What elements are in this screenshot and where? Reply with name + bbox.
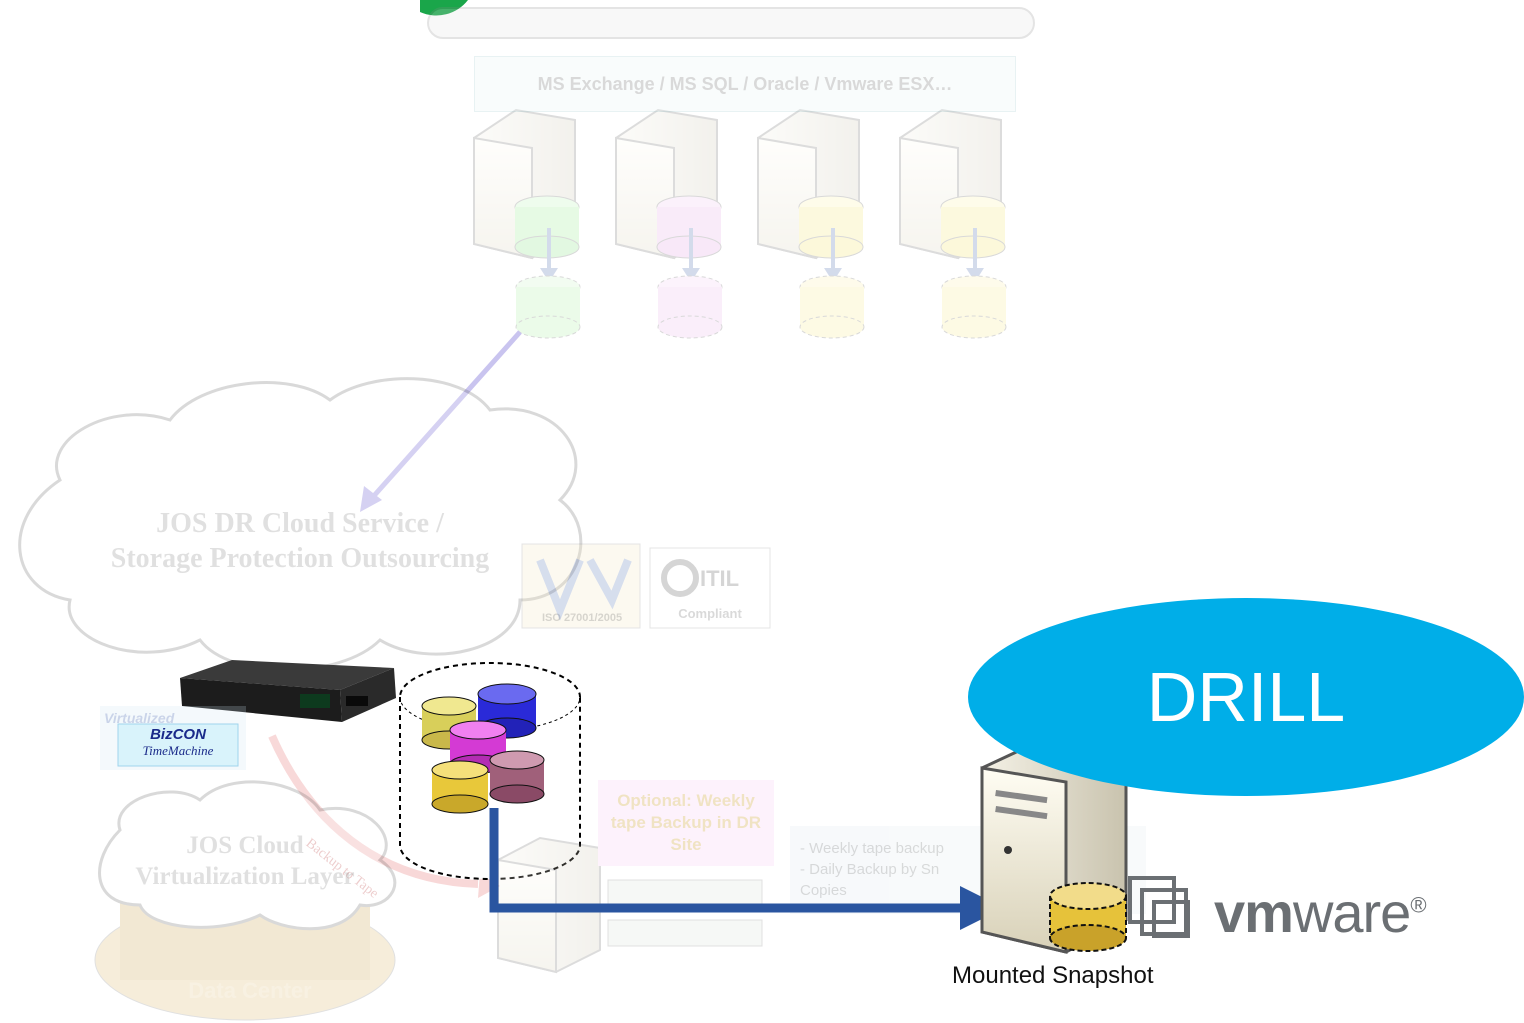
snapshot-mount-arrow [489, 808, 968, 913]
bizcon-appliance [180, 660, 396, 722]
bizcon-logo-box [117, 723, 239, 767]
dr-cloud-line-2: Storage Protection Outsourcing [110, 543, 490, 574]
bizcon-name: BizCON [150, 726, 206, 743]
tape-library-1 [607, 879, 763, 907]
vmware-ware: ware [1292, 881, 1411, 944]
source-server-1 [473, 108, 581, 339]
snapshot-pool [399, 662, 581, 880]
virtualized-tag: Virtualized [104, 710, 175, 726]
vmware-vm: vm [1214, 881, 1294, 944]
source-server-2 [615, 108, 723, 339]
tape-library-2 [607, 919, 763, 947]
source-server-3 [757, 108, 865, 339]
iso-badge [521, 543, 641, 629]
dr-cloud-line-1: JOS DR Cloud Service / [156, 508, 444, 539]
optional-tape-label: Optional: Weekly tape Backup in DR Site [610, 791, 762, 855]
vmware-logo-icon [1128, 876, 1190, 938]
jos-cloud-label: JOS Cloud Virtualization Layer [110, 830, 380, 893]
network-pipe [427, 7, 1035, 39]
application-list-text: MS Exchange / MS SQL / Oracle / Vmware E… [537, 73, 953, 94]
drill-bubble: DRILL [968, 598, 1524, 796]
jos-cloud-line-1: JOS Cloud [186, 832, 304, 859]
yellow-snapshot-disk-2 [431, 760, 489, 814]
jos-cloud-shape [94, 780, 397, 1021]
mounted-snapshot-disk [1049, 882, 1127, 952]
certification-badges [521, 543, 771, 629]
vmware-wordmark: vmware® [1214, 880, 1427, 945]
bizcon-brand: BizCON TimeMachine [118, 726, 238, 759]
timemachine-name: TimeMachine [142, 743, 214, 758]
dr-cloud-label: JOS DR Cloud Service / Storage Protectio… [70, 506, 530, 576]
dr-cloud-shape [18, 377, 583, 672]
backup-notes: - Weekly tape backup - Daily Backup by S… [800, 838, 980, 901]
itil-badge [649, 547, 771, 629]
itil-compliant-label: Compliant [678, 606, 742, 621]
vmware-registered: ® [1410, 892, 1426, 918]
jos-cloud-line-2: Virtualization Layer [135, 863, 355, 891]
mounted-snapshot-caption: Mounted Snapshot [952, 962, 1154, 989]
notes-line-1: - Weekly tape backup [800, 840, 944, 857]
notes-line-3: Copies [800, 882, 847, 899]
iso-label: ISO 27001/2005 [541, 612, 623, 624]
application-list-label: MS Exchange / MS SQL / Oracle / Vmware E… [474, 56, 1016, 112]
mauve-snapshot-disk [489, 750, 545, 804]
green-indicator-icon [420, 0, 468, 16]
drill-label: DRILL [1146, 658, 1346, 736]
optional-box-bg [598, 780, 774, 866]
itil-label: ITIL [700, 566, 740, 591]
datacenter-label: Data Center [188, 978, 312, 1003]
sync-arrow [360, 330, 522, 512]
source-server-4 [899, 108, 1007, 339]
notes-line-2: - Daily Backup by Sn [800, 861, 940, 878]
source-servers-group [427, 7, 1035, 339]
